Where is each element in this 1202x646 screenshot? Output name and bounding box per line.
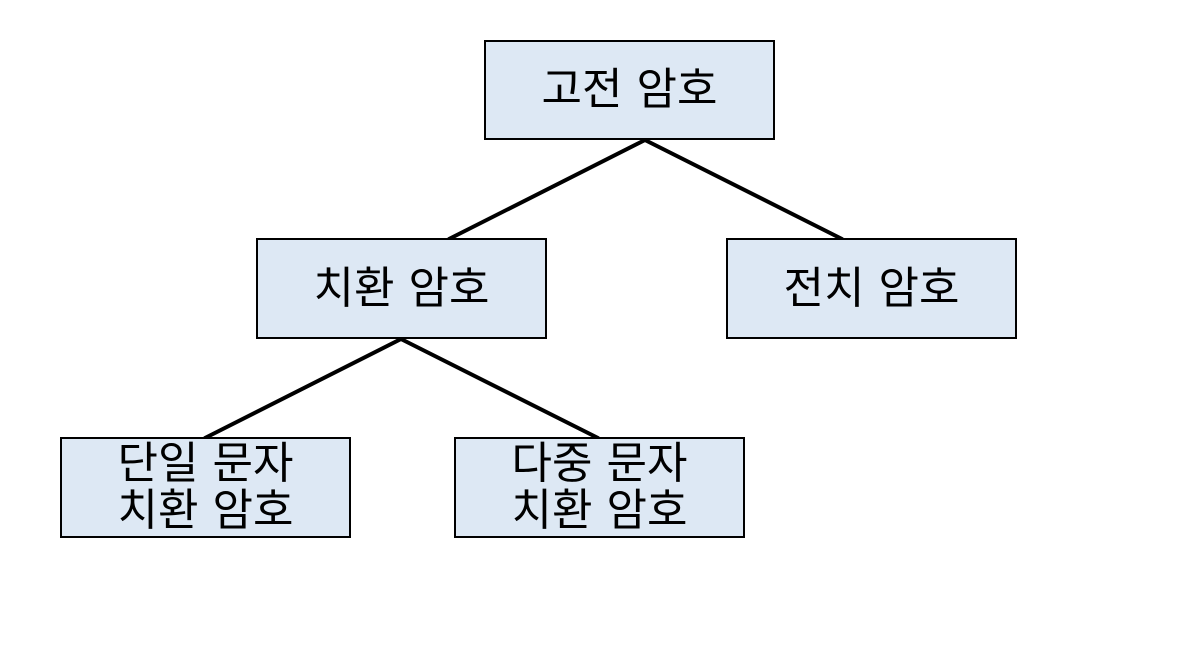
node-monoalphabetic-cipher: 단일 문자 치환 암호 (60, 437, 351, 538)
node-polyalphabetic-cipher: 다중 문자 치환 암호 (454, 437, 745, 538)
edge-subst-poly (399, 337, 600, 440)
node-substitution-cipher: 치환 암호 (256, 238, 547, 339)
edge-root-trans (643, 138, 844, 241)
edge-root-subst (447, 138, 647, 241)
node-label: 다중 문자 치환 암호 (511, 438, 688, 536)
node-label: 단일 문자 치환 암호 (117, 438, 294, 536)
node-transposition-cipher: 전치 암호 (726, 238, 1017, 339)
node-label: 고전 암호 (541, 64, 718, 115)
node-label: 치환 암호 (313, 262, 490, 314)
node-classical-cipher: 고전 암호 (484, 40, 775, 140)
edge-subst-mono (203, 337, 403, 440)
node-label: 전치 암호 (783, 262, 960, 314)
